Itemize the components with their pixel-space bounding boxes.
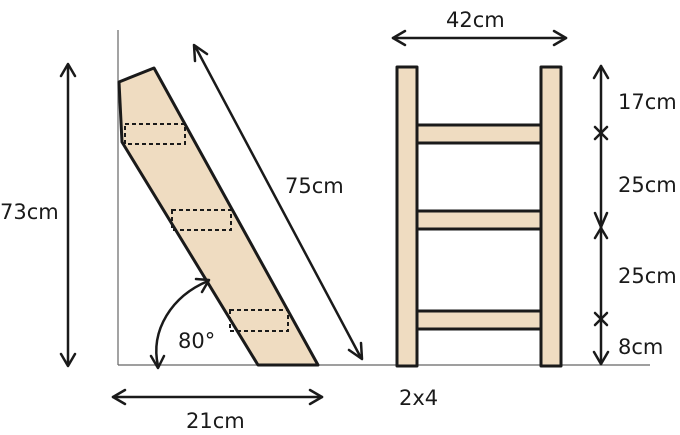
spacing-label-1: 17cm xyxy=(618,90,677,114)
rung-slot-top xyxy=(124,123,186,145)
length-dimension xyxy=(192,43,364,361)
rung-top xyxy=(412,123,546,145)
width-label: 42cm xyxy=(446,8,505,32)
rung-middle xyxy=(412,209,546,231)
base-dimension xyxy=(111,388,324,406)
spacing-label-2: 25cm xyxy=(618,173,677,197)
front-view: 42cm 17cm 25cm 25cm 8cm 2x4 xyxy=(391,8,677,410)
spacing-label-3: 25cm xyxy=(618,264,677,288)
length-label: 75cm xyxy=(285,174,344,198)
angle-label: 80° xyxy=(178,329,215,353)
leg-left xyxy=(395,65,419,368)
ladder-leg-side xyxy=(117,66,320,367)
base-label: 21cm xyxy=(186,409,245,433)
side-view: 73cm 75cm 80° 21cm xyxy=(0,30,650,433)
lumber-size-label: 2x4 xyxy=(399,386,438,410)
height-label: 73cm xyxy=(0,200,59,224)
rung-slot-bottom xyxy=(229,309,289,332)
rung-slot-middle xyxy=(171,209,232,231)
rung-bottom xyxy=(412,309,546,331)
width-dimension xyxy=(391,29,568,47)
height-dimension xyxy=(59,62,77,368)
spacing-dimension xyxy=(592,64,610,366)
angle-arc xyxy=(149,277,211,370)
leg-right xyxy=(539,65,563,368)
spacing-label-4: 8cm xyxy=(618,335,663,359)
